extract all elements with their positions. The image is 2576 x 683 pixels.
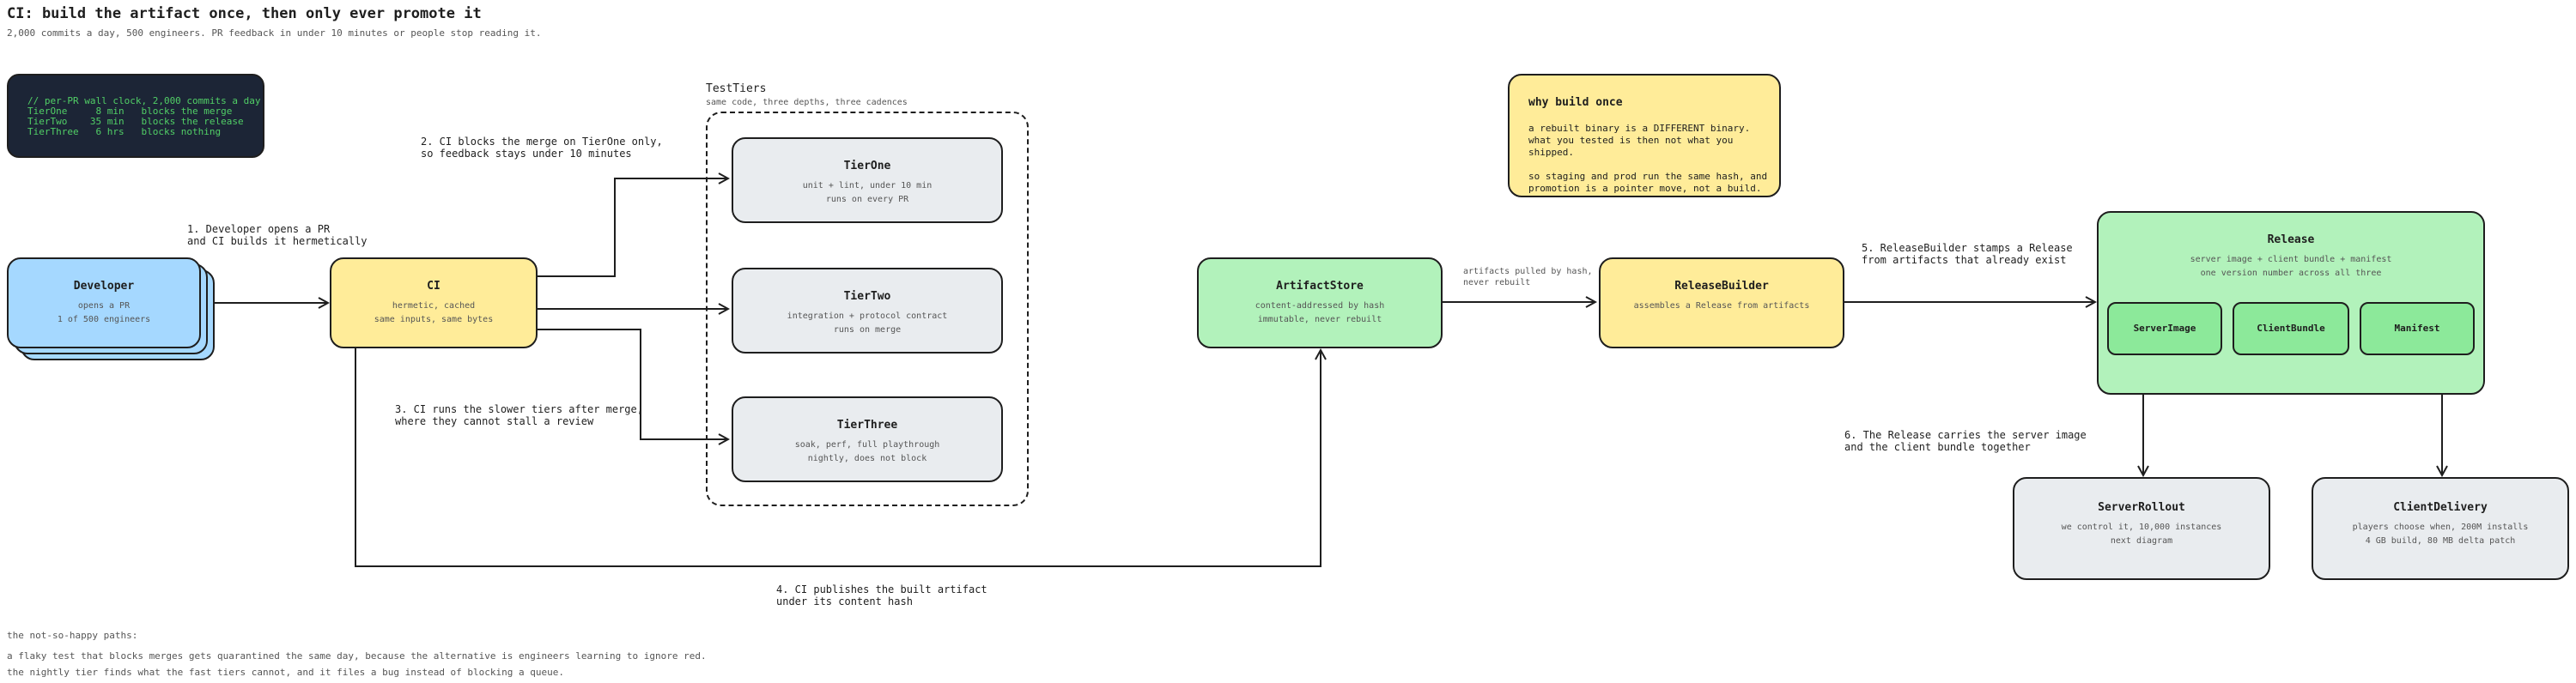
node-title: Developer [73, 280, 135, 293]
node-title: ServerRollout [2098, 501, 2185, 514]
node-title: ClientDelivery [2393, 501, 2488, 514]
edge-ci-tierone [538, 178, 728, 277]
footer-heading: the not-so-happy paths: [7, 630, 138, 641]
step-4-label: 4. CI publishes the built artifact under… [776, 583, 987, 607]
node-title: ArtifactStore [1276, 280, 1364, 293]
edge-ci-tierthree [538, 329, 728, 439]
node-title: TierThree [836, 419, 898, 432]
testtiers-title: TestTiers [706, 82, 767, 95]
terminal-card: // per-PR wall clock, 2,000 commits a da… [7, 74, 264, 158]
step-5-label: 5. ReleaseBuilder stamps a Release from … [1862, 242, 2073, 266]
note-title: why build once [1528, 96, 1623, 109]
node-title: Release [2267, 233, 2315, 246]
page-title: CI: build the artifact once, then only e… [7, 5, 482, 22]
step-2-label: 2. CI blocks the merge on TierOne only, … [421, 136, 663, 160]
page-subtitle: 2,000 commits a day, 500 engineers. PR f… [7, 27, 542, 39]
footer-line-2: the nightly tier finds what the fast tie… [7, 667, 565, 678]
subnode-manifest[interactable]: Manifest [2360, 302, 2475, 355]
note-body: a rebuilt binary is a DIFFERENT binary. … [1528, 123, 1768, 194]
terminal-line: TierThree 6 hrs blocks nothing [27, 126, 222, 137]
node-serverrollout[interactable]: ServerRollout we control it, 10,000 inst… [2013, 477, 2270, 580]
terminal-line: // per-PR wall clock, 2,000 commits a da… [27, 95, 261, 106]
node-detail: assembles a Release from artifacts [1633, 301, 1810, 311]
node-title: TierTwo [843, 290, 891, 303]
terminal-line: TierTwo 35 min blocks the release [27, 116, 244, 127]
node-title: CI [427, 280, 440, 293]
step-6-label: 6. The Release carries the server image … [1844, 429, 2087, 453]
node-title: TierOne [843, 160, 891, 172]
step-3-label: 3. CI runs the slower tiers after merge,… [395, 403, 643, 427]
testtiers-subtitle: same code, three depths, three cadences [706, 98, 908, 107]
note-why-build-once: why build once a rebuilt binary is a DIF… [1508, 74, 1781, 197]
step-1-label: 1. Developer opens a PR and CI builds it… [187, 223, 368, 247]
testtiers-group [706, 112, 1029, 506]
edge-ci-artifactstore [355, 347, 1321, 567]
terminal-line: TierOne 8 min blocks the merge [27, 106, 233, 117]
node-releasebuilder[interactable]: ReleaseBuilder assembles a Release from … [1599, 257, 1844, 348]
node-clientdelivery[interactable]: ClientDelivery players choose when, 200M… [2312, 477, 2569, 580]
subnode-clientbundle[interactable]: ClientBundle [2233, 302, 2349, 355]
footer-line-1: a flaky test that blocks merges gets qua… [7, 650, 707, 662]
subnode-serverimage[interactable]: ServerImage [2107, 302, 2222, 355]
pulled-by-hash-label: artifacts pulled by hash, never rebuilt [1463, 267, 1593, 287]
node-title: ReleaseBuilder [1674, 280, 1769, 293]
